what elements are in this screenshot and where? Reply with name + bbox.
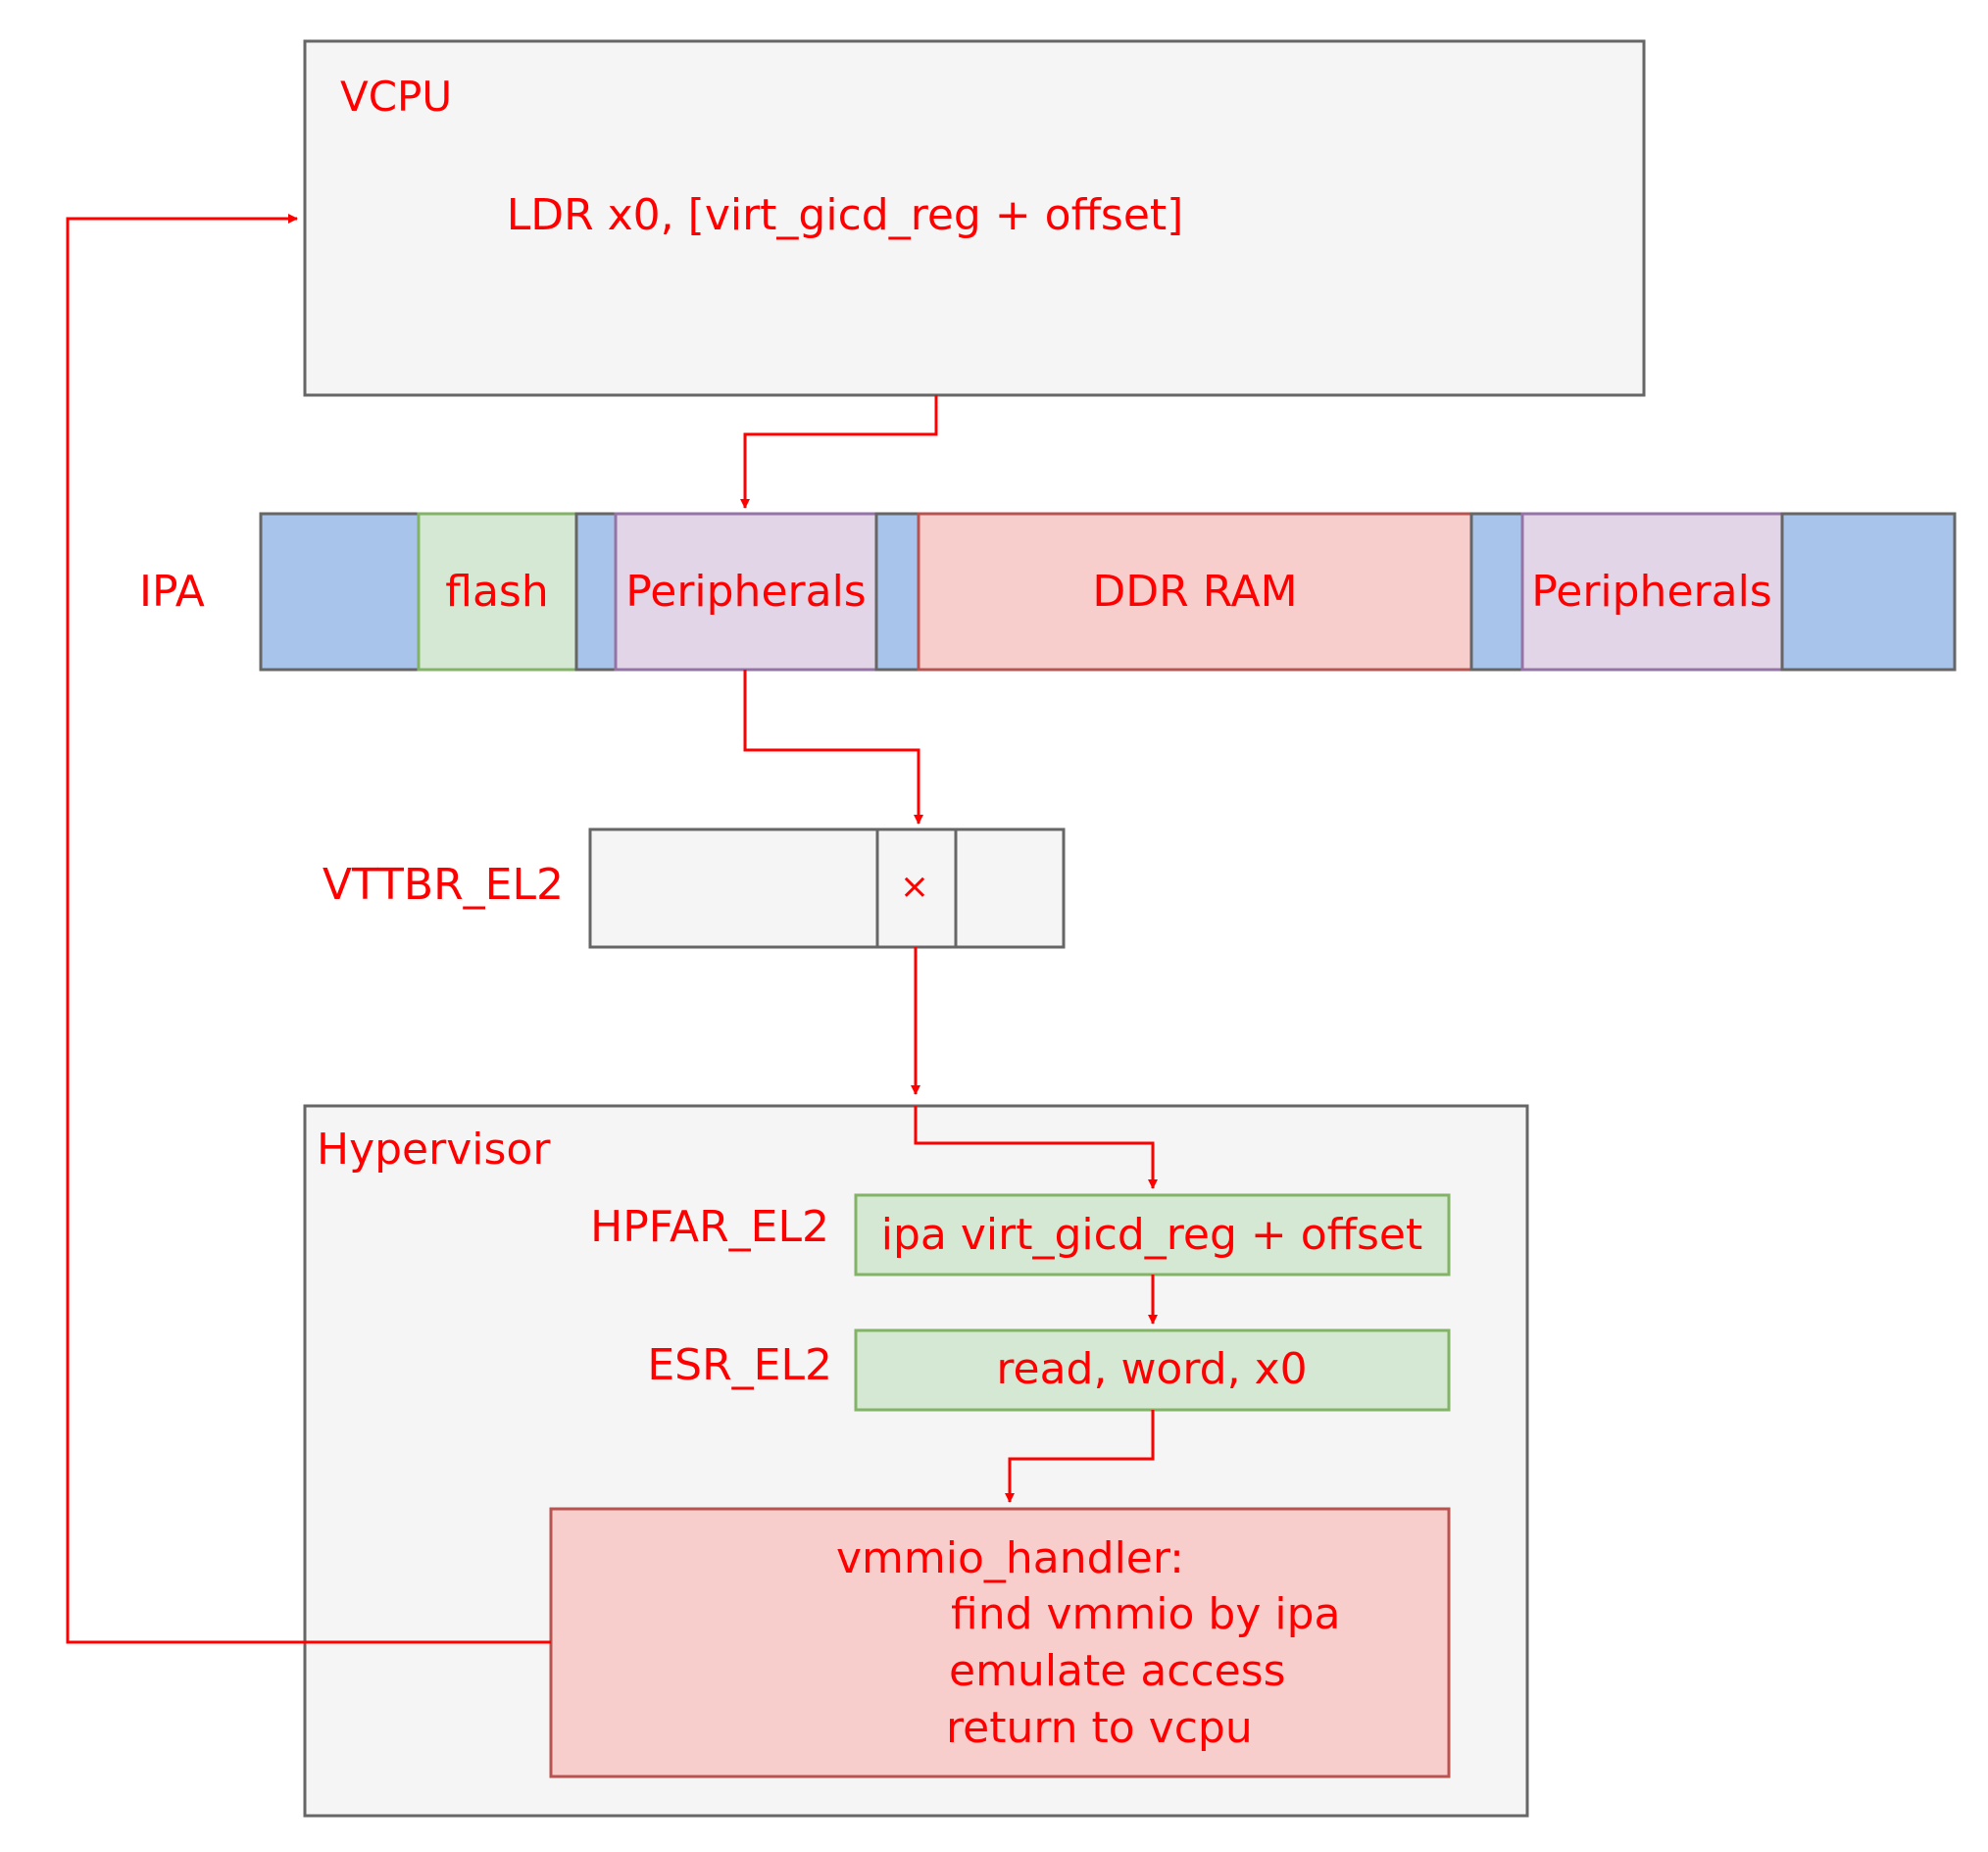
ipa-segment-label: Peripherals xyxy=(1531,567,1771,617)
vttbr-label: VTTBR_EL2 xyxy=(323,860,564,910)
ipa-segment-peripherals xyxy=(614,512,878,672)
vcpu-instruction: LDR x0, [virt_gicd_reg + offset] xyxy=(507,190,1184,240)
esr-value: read, word, x0 xyxy=(996,1344,1307,1394)
vttbr-cell xyxy=(954,827,1066,949)
arrow-to-hpfar xyxy=(914,1106,1158,1189)
ipa-segment-flash xyxy=(417,512,578,672)
arrow-ipa-to-vttbr xyxy=(743,670,923,825)
handler-step: return to vcpu xyxy=(946,1703,1253,1753)
arrow-return-to-vcpu xyxy=(66,214,551,1644)
ipa-segment-unmapped xyxy=(1780,512,1957,672)
handler-title: vmmio_handler: xyxy=(836,1533,1184,1583)
vttbr-cell-faulting-entry xyxy=(875,827,958,949)
vttbr-cell xyxy=(588,827,879,949)
hpfar-value: ipa virt_gicd_reg + offset xyxy=(881,1210,1422,1260)
fault-mark: × xyxy=(900,867,929,907)
ipa-segment-label: DDR RAM xyxy=(1092,567,1297,617)
ipa-segment-ddr-ram xyxy=(917,512,1473,672)
hpfar-label: HPFAR_EL2 xyxy=(590,1202,829,1252)
ipa-segment-label: flash xyxy=(445,567,549,617)
vcpu-title: VCPU xyxy=(340,73,452,121)
vmmio-handler-box xyxy=(549,1507,1451,1778)
ipa-segment-peripherals xyxy=(1520,512,1784,672)
handler-step: find vmmio by ipa xyxy=(951,1589,1340,1639)
handler-step: emulate access xyxy=(949,1646,1286,1696)
esr-register xyxy=(854,1328,1451,1412)
hypervisor-title: Hypervisor xyxy=(317,1125,551,1175)
vcpu-box xyxy=(303,39,1646,397)
vttbr-table: × xyxy=(588,827,1066,949)
ipa-label: IPA xyxy=(139,567,205,617)
ipa-segment-unmapped xyxy=(874,512,920,672)
ipa-segment-unmapped xyxy=(259,512,421,672)
ipa-bar: flash Peripherals DDR RAM Peripherals xyxy=(259,512,1957,672)
ipa-segment-label: Peripherals xyxy=(625,567,866,617)
esr-label: ESR_EL2 xyxy=(647,1340,832,1390)
arrow-vcpu-to-ipa xyxy=(740,395,938,509)
ipa-segment-unmapped xyxy=(574,512,618,672)
ipa-segment-unmapped xyxy=(1469,512,1524,672)
arrow-esr-to-handler xyxy=(1005,1410,1155,1503)
